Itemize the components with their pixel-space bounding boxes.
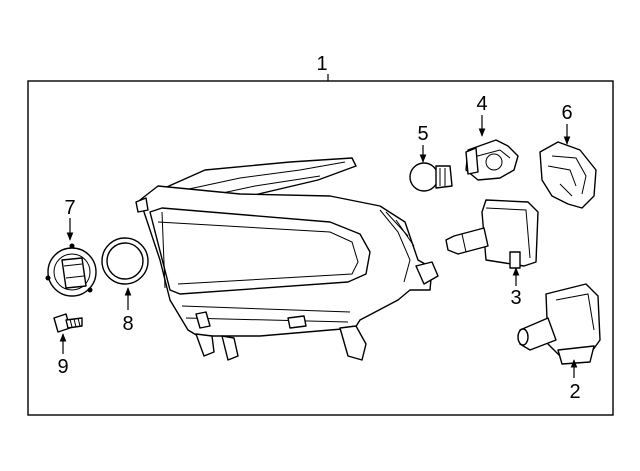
callout-2: 2: [569, 381, 580, 403]
bulb-socket: [465, 139, 519, 181]
mounting-screw: [53, 313, 83, 333]
callout-5: 5: [417, 123, 428, 145]
callout-9: 9: [57, 356, 68, 378]
callout-3: 3: [510, 287, 521, 309]
callout-6: 6: [561, 102, 572, 124]
hid-bulb: [445, 199, 539, 269]
headlamp-housing: [135, 157, 439, 361]
callout-4: 4: [476, 93, 487, 115]
access-cover: [539, 141, 597, 209]
callout-8: 8: [122, 313, 133, 335]
halogen-bulb: [517, 283, 601, 365]
retainer-ring: [45, 243, 97, 297]
callout-7: 7: [64, 197, 75, 219]
callout-1: 1: [316, 53, 327, 75]
diagram-frame: [27, 80, 614, 416]
o-ring-seal: [101, 237, 149, 285]
wedge-bulb: [409, 162, 453, 192]
